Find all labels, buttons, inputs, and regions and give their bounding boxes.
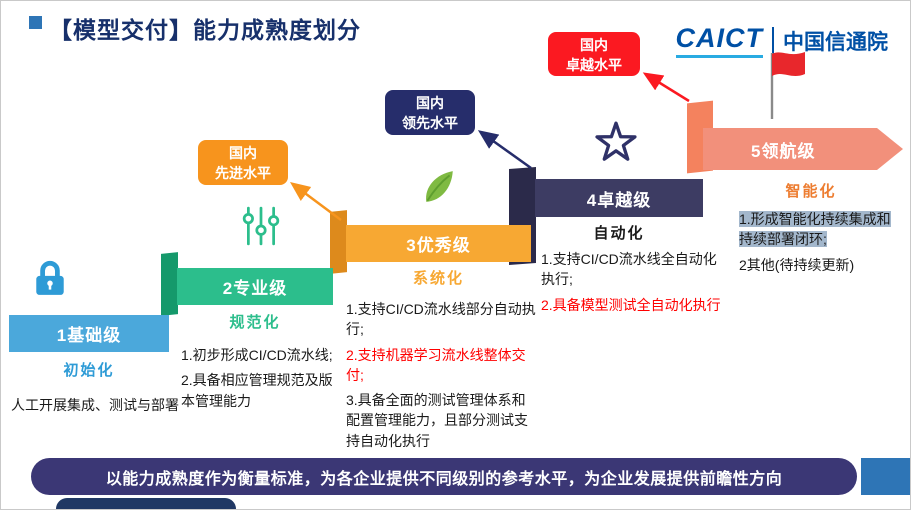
level-3-bar: 3优秀级 [346,225,531,262]
flag-icon [770,52,805,119]
riser-level-2 [161,252,178,316]
footer-accent-bar [861,458,910,495]
level-4-keyword: 自动化 [593,225,645,242]
badge-domestic-advanced: 国内 先进水平 [198,140,288,185]
level-1-label: 1基础级 [56,326,122,345]
riser-level-3 [330,210,347,274]
bottom-partial-shape [56,498,236,509]
page-title: 【模型交付】能力成熟度划分 [49,17,361,43]
level-1-items: 人工开展集成、测试与部署 [11,395,181,420]
level-5-item-highlighted: 1.形成智能化持续集成和持续部署闭环; [739,209,901,250]
level-3-item: 1.支持CI/CD流水线部分自动执行; [346,301,536,338]
footer-banner: 以能力成熟度作为衡量标准，为各企业提供不同级别的参考水平，为企业发展提供前瞻性方… [31,458,857,495]
caict-logo: CAICT 中国信通院 [675,23,888,58]
level-3-item-highlighted: 2.支持机器学习流水线整体交付; [346,346,526,383]
sliders-icon [242,206,280,246]
star-icon [595,121,637,161]
level-2-bar: 2专业级 [177,268,333,305]
level-5-items: 1.形成智能化持续集成和持续部署闭环; 2其他(待持续更新) [739,209,901,280]
arrow-leading [477,130,532,170]
logo-text-en: CAICT [675,23,763,58]
level-3-label: 3优秀级 [406,236,471,255]
level-5-item-highlight-text: 1.形成智能化持续集成和持续部署闭环; [739,211,891,248]
level-1-bar: 1基础级 [9,315,169,352]
logo-text-cn: 中国信通院 [783,30,888,54]
level-5-keyword: 智能化 [785,183,837,200]
level-4-label: 4卓越级 [586,190,652,210]
footer-banner-text: 以能力成熟度作为衡量标准，为各企业提供不同级别的参考水平，为企业发展提供前瞻性方… [105,470,783,488]
badge-advanced-line1: 国内 [229,145,257,161]
badge-advanced-line2: 先进水平 [215,164,271,181]
level-5-bar: 5领航级 [703,128,903,170]
level-3-item: 3.具备全面的测试管理体系和配置管理能力，且部分测试支持自动化执行 [346,392,528,449]
level-1-item: 人工开展集成、测试与部署 [11,397,179,413]
level-4-bar: 4卓越级 [535,179,703,217]
level-2-item: 1.初步形成CI/CD流水线; [181,347,333,363]
level-2-item: 2.具备相应管理规范及版本管理能力 [181,372,333,409]
level-5-item: 2其他(待持续更新) [739,256,855,273]
level-4-item: 1.支持CI/CD流水线全自动化执行; [541,251,717,288]
badge-domestic-excellent: 国内 卓越水平 [548,32,640,76]
level-3-keyword: 系统化 [412,270,464,287]
badge-excellent-line2: 卓越水平 [566,56,622,73]
level-2-keyword: 规范化 [229,314,281,331]
level-4-item-highlighted: 2.具备模型测试全自动化执行 [541,296,721,313]
title-bullet-icon [29,16,42,29]
arrow-excellent [642,72,690,103]
badge-excellent-line1: 国内 [580,37,608,53]
level-2-label: 2专业级 [222,279,288,298]
level-4-items: 1.支持CI/CD流水线全自动化执行; 2.具备模型测试全自动化执行 [541,249,723,320]
lock-icon [36,260,64,295]
badge-leading-line2: 领先水平 [402,114,458,131]
logo-divider [772,26,774,55]
level-1-keyword: 初始化 [63,362,115,379]
level-3-items: 1.支持CI/CD流水线部分自动执行; 2.支持机器学习流水线整体交付; 3.具… [346,299,538,456]
badge-leading-line1: 国内 [416,95,444,111]
badge-domestic-leading: 国内 领先水平 [385,90,475,135]
leaf-icon [426,171,453,202]
level-2-items: 1.初步形成CI/CD流水线; 2.具备相应管理规范及版本管理能力 [181,345,333,416]
level-5-label: 5领航级 [751,141,816,161]
